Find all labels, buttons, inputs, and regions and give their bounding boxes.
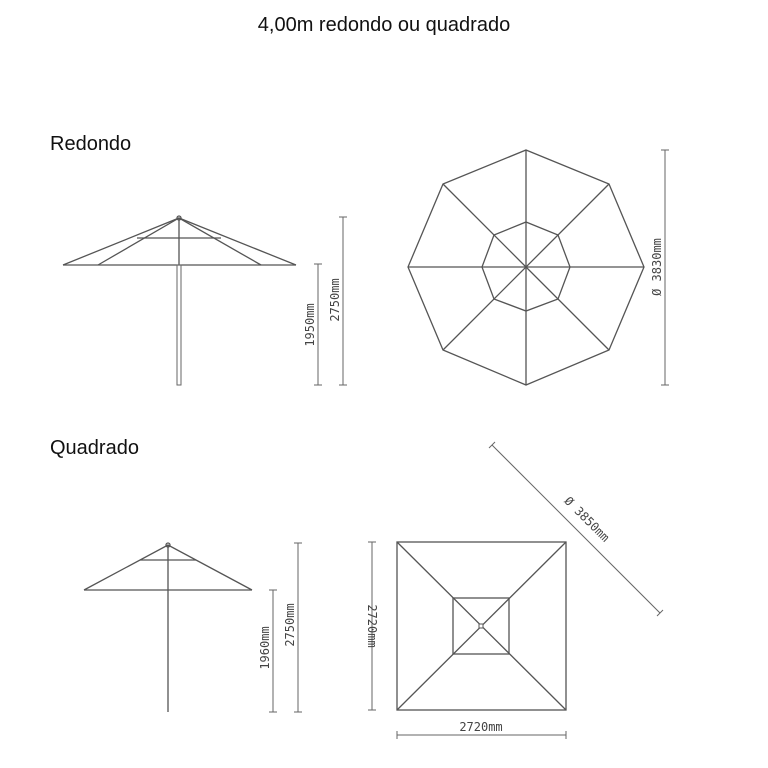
round-pole-height-label: 1950mm: [303, 303, 317, 346]
square-height-dimensions: 1960mm 2750mm: [258, 542, 302, 713]
square-side-vertical-label: 2720mm: [365, 604, 379, 647]
square-umbrella-side-view: [83, 542, 253, 712]
round-total-height-label: 2750mm: [328, 278, 342, 321]
section-label-round: Redondo: [50, 133, 132, 155]
diagram-title: 4,00m redondo ou quadrado: [257, 14, 511, 36]
round-diameter-dimension: Ø 3830mm: [650, 149, 669, 386]
round-umbrella-top-view: [407, 149, 645, 386]
square-dimensions: Ø 3850mm 2720mm 2720mm: [365, 441, 664, 739]
round-umbrella-side-view: [62, 215, 297, 386]
square-side-horizontal-label: 2720mm: [459, 720, 502, 734]
square-diagonal-label: Ø 3850mm: [561, 494, 612, 545]
round-diameter-label: Ø 3830mm: [650, 238, 664, 296]
section-label-square: Quadrado: [50, 437, 139, 459]
square-pole-height-label: 1960mm: [258, 626, 272, 669]
round-height-dimensions: 1950mm 2750mm: [303, 216, 347, 386]
square-umbrella-top-view: [396, 541, 567, 711]
square-total-height-label: 2750mm: [283, 603, 297, 646]
